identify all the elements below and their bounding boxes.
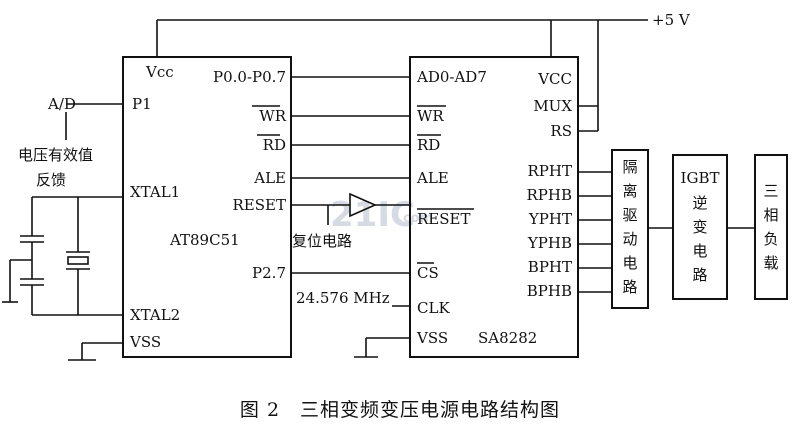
supply-label: +5 V <box>652 11 691 29</box>
three-phase-load-block <box>754 154 788 300</box>
ad-label: A/D <box>47 95 76 113</box>
pwm-pin-wr: WR <box>417 107 444 125</box>
pwm-pin-rpht: RPHT <box>528 162 572 180</box>
pwm-sa8282 <box>409 56 579 358</box>
clock-label: 24.576 MHz <box>296 289 390 307</box>
pwm-pin-yphb: YPHB <box>527 234 572 252</box>
mcu-pin-vcc: Vcc <box>145 63 174 81</box>
mcu-pin-ale: ALE <box>253 169 286 187</box>
pwm-pin-bphb: BPHB <box>527 282 572 300</box>
pwm-name: SA8282 <box>478 329 537 347</box>
mcu-at89c51 <box>122 56 292 358</box>
isolation-driver-block <box>611 149 649 309</box>
watermark-sub: .com <box>398 211 433 226</box>
pwm-pin-cs: CS <box>417 264 439 282</box>
figure-caption: 图 2 三相变频变压电源电路结构图 <box>240 399 560 421</box>
igbt-label: IGBT <box>681 169 720 187</box>
pwm-pin-bpht: BPHT <box>528 258 572 276</box>
pwm-pin-vss: VSS <box>416 329 448 347</box>
pwm-pin-reset: RESET <box>417 210 470 228</box>
load-label: 三相负载 <box>763 182 778 272</box>
reset-circuit-label: 复位电路 <box>292 232 352 250</box>
pwm-pin-mux: MUX <box>533 97 572 115</box>
mcu-pin-xtal1: XTAL1 <box>130 183 180 201</box>
mcu-pin-p0: P0.0-P0.7 <box>213 68 286 86</box>
isolation-driver-label: 隔离驱动电路 <box>622 158 637 296</box>
mcu-pin-p27: P2.7 <box>252 264 286 282</box>
feedback-label-2: 反馈 <box>36 171 66 189</box>
pwm-pin-ad: AD0-AD7 <box>416 68 487 86</box>
mcu-pin-reset: RESET <box>233 196 286 214</box>
mcu-pin-p1: P1 <box>132 95 152 113</box>
pwm-pin-vcc: VCC <box>537 70 572 88</box>
igbt-inverter-block <box>672 154 728 300</box>
pwm-pin-ypht: YPHT <box>528 210 572 228</box>
mcu-pin-vss: VSS <box>129 333 161 351</box>
pwm-pin-rphb: RPHB <box>527 186 573 204</box>
feedback-label-1: 电压有效值 <box>18 146 93 164</box>
crystal-icon <box>67 256 89 265</box>
mcu-name: AT89C51 <box>169 231 240 249</box>
pwm-pin-clk: CLK <box>417 299 450 317</box>
inverter-label: 逆变电路 <box>692 194 707 284</box>
mcu-pin-xtal2: XTAL2 <box>130 306 180 324</box>
pwm-pin-ale: ALE <box>416 169 449 187</box>
pwm-pin-rs: RS <box>550 122 572 140</box>
pwm-pin-rd: RD <box>417 136 440 154</box>
watermark: 21IC <box>330 195 415 235</box>
reset-buffer-icon <box>349 192 377 218</box>
mcu-pin-wr: WR <box>259 107 286 125</box>
mcu-pin-rd: RD <box>263 136 286 154</box>
